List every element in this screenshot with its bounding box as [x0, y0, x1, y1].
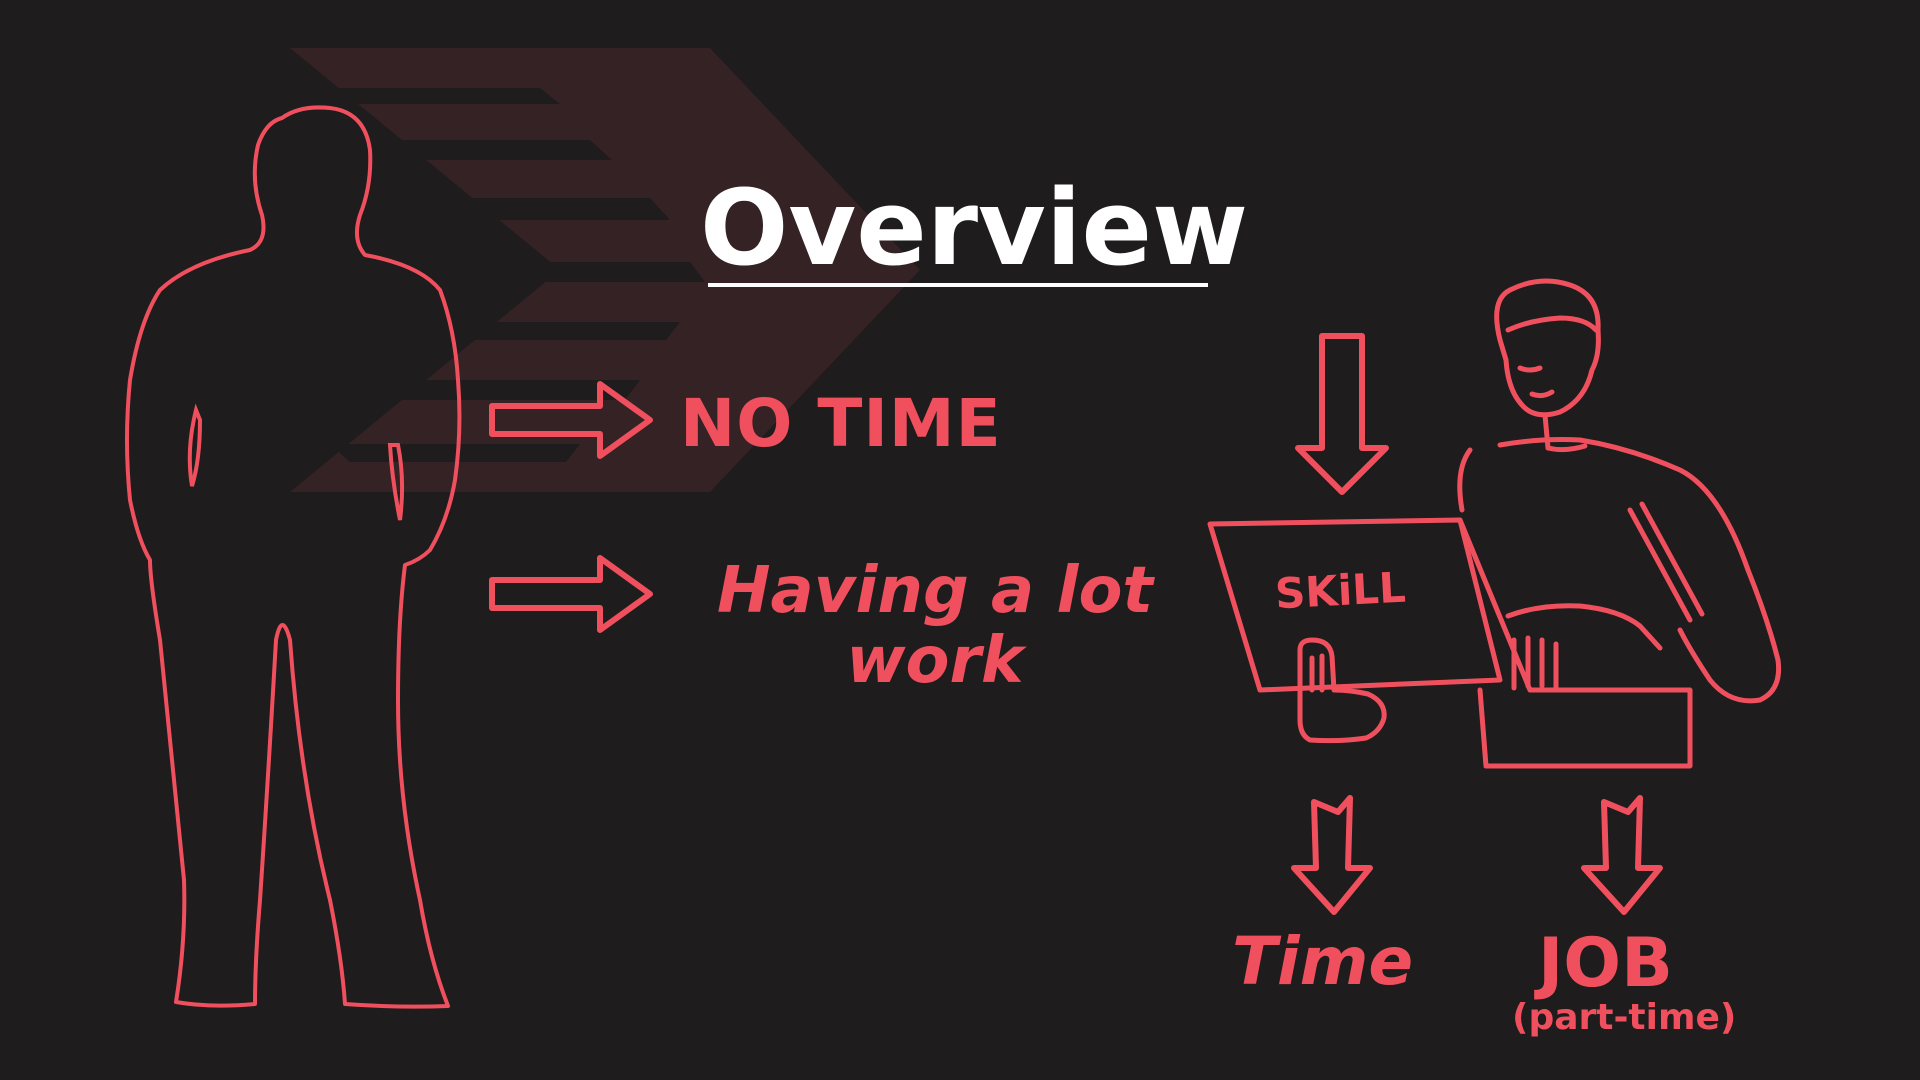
arrow-right-icon	[489, 381, 653, 459]
person-with-laptop-icon	[1207, 278, 1782, 769]
arrow-down-icon	[1295, 333, 1389, 495]
page-title: Overview	[700, 167, 1249, 289]
chevron-background-icon	[290, 48, 920, 492]
problem-line-1: Having a lot	[716, 554, 1154, 628]
arrow-down-icon	[1581, 795, 1663, 915]
problem-line-2: work	[846, 624, 1024, 698]
outcome-job-note: (part-time)	[1512, 997, 1737, 1038]
arrow-down-icon	[1291, 795, 1373, 915]
problem-lot-of-work: Having a lot work	[660, 556, 1210, 696]
man-silhouette-icon	[125, 105, 462, 1009]
laptop-screen-text: SKiLL	[1273, 562, 1407, 619]
outcome-job: JOB	[1538, 924, 1673, 1003]
arrow-right-icon	[489, 555, 653, 633]
outcome-time: Time	[1232, 923, 1414, 1000]
problem-no-time: NO TIME	[680, 385, 1002, 462]
title-underline	[708, 283, 1208, 287]
